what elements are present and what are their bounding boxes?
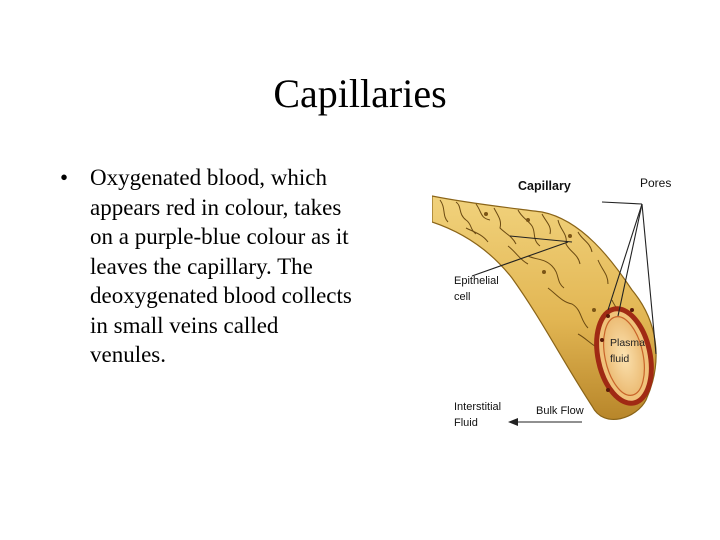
- capillary-diagram: Capillary Pores Epithelial cell Plasma f…: [432, 160, 692, 440]
- bullet-marker: •: [60, 165, 69, 190]
- label-plasma-line2: fluid: [610, 353, 629, 365]
- label-pores: Pores: [640, 176, 671, 190]
- capillary-svg: Capillary Pores Epithelial cell Plasma f…: [432, 176, 671, 429]
- label-epithelial-line1: Epithelial: [454, 275, 499, 287]
- label-epithelial-line2: cell: [454, 291, 471, 303]
- label-interstitial-line1: Interstitial: [454, 401, 501, 413]
- bullet-list: • Oxygenated blood, which appears red in…: [58, 163, 358, 370]
- pore-marks: [600, 308, 634, 392]
- bullet-item: • Oxygenated blood, which appears red in…: [58, 163, 358, 370]
- bulk-flow-arrow: [508, 418, 582, 426]
- label-bulk-flow: Bulk Flow: [536, 405, 584, 417]
- label-interstitial-line2: Fluid: [454, 417, 478, 429]
- label-capillary: Capillary: [518, 179, 571, 193]
- slide-title: Capillaries: [273, 71, 447, 116]
- label-plasma-line1: Plasma: [610, 337, 645, 349]
- cell-nuclei: [484, 212, 596, 312]
- capillary-lumen: [603, 316, 645, 396]
- epithelial-cell-lines: [439, 199, 623, 351]
- bullet-text: Oxygenated blood, which appears red in c…: [90, 165, 352, 367]
- pointer-lines: [471, 201, 657, 355]
